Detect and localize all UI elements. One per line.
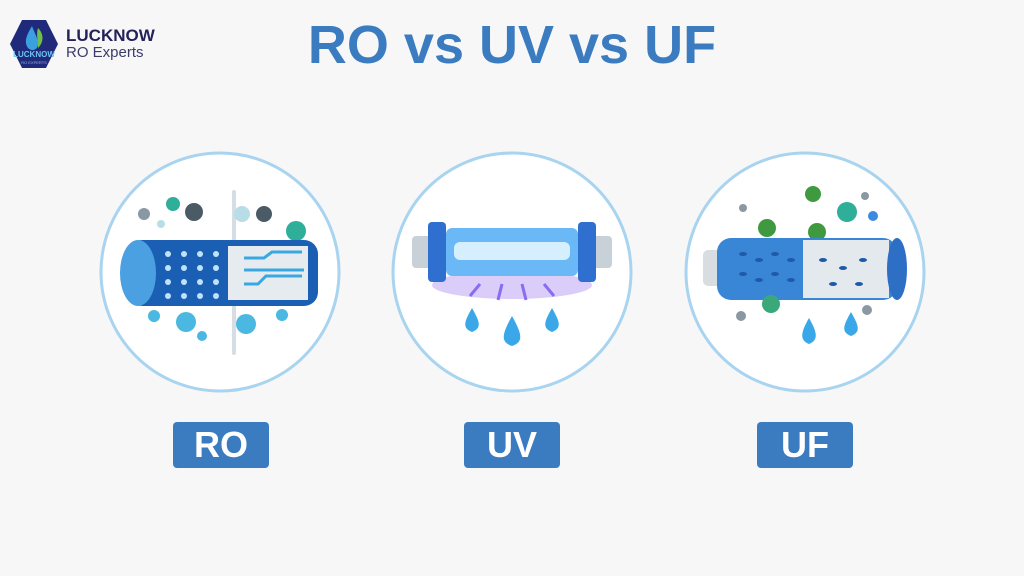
ro-filter-icon (99, 151, 341, 393)
svg-text:LUCKNOW: LUCKNOW (13, 50, 55, 59)
uv-label: UV (464, 422, 560, 468)
uf-illustration (683, 150, 927, 394)
logo-line1: LUCKNOW (66, 26, 155, 45)
uf-label: UF (757, 422, 853, 468)
ro-label: RO (173, 422, 269, 468)
logo-badge-icon: LUCKNOW RO EXPERTS (10, 20, 58, 68)
svg-text:RO EXPERTS: RO EXPERTS (21, 60, 47, 65)
uf-filter-icon (684, 151, 926, 393)
page-title: RO vs UV vs UF (307, 15, 717, 75)
brand-logo: LUCKNOW RO EXPERTS LUCKNOW RO Experts (8, 18, 155, 70)
uv-lamp-icon (391, 151, 633, 393)
uv-illustration (390, 150, 634, 394)
logo-line2: RO Experts (66, 44, 144, 61)
ro-illustration (98, 150, 342, 394)
